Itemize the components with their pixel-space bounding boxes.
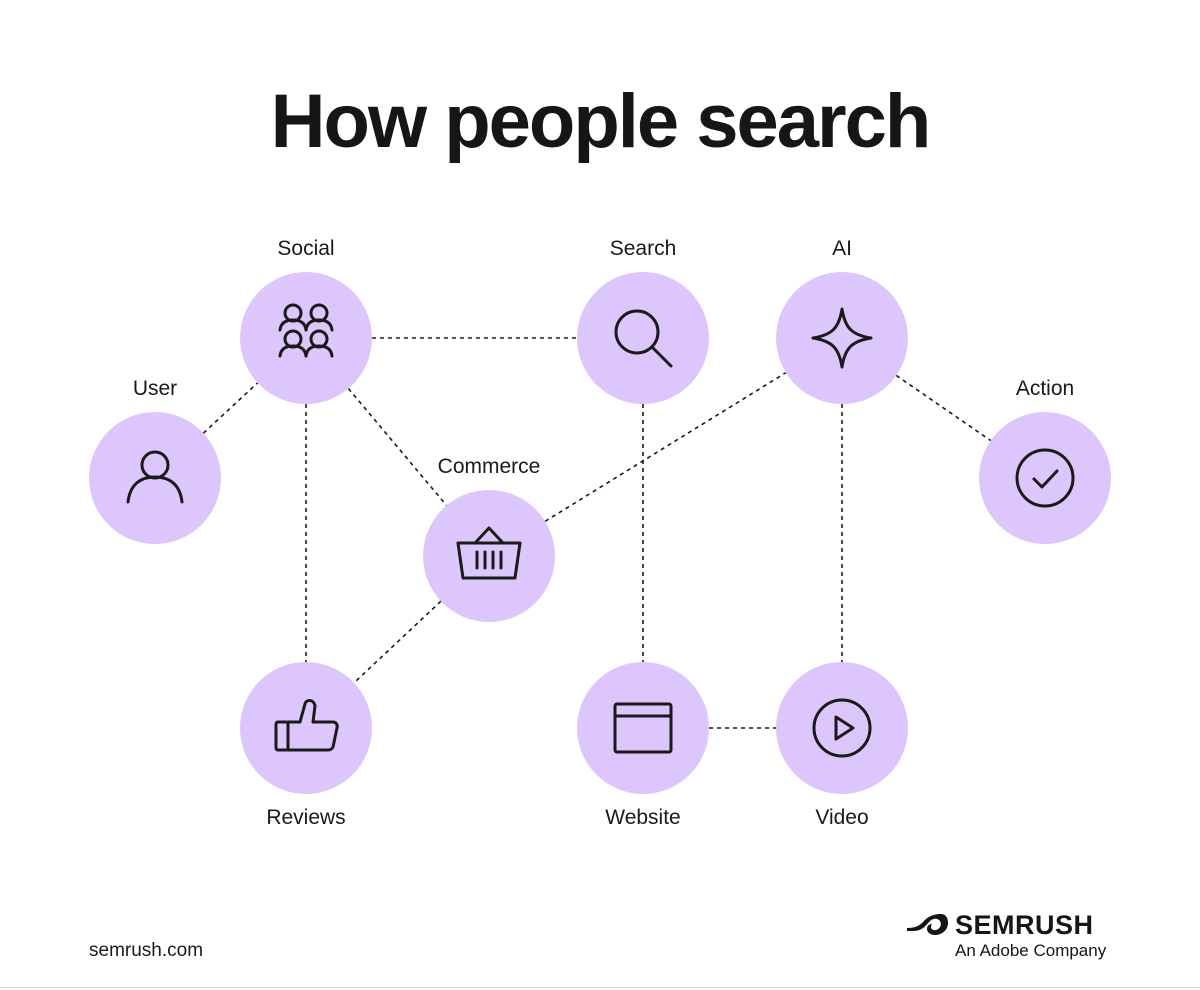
edge-ai-action (895, 374, 992, 442)
node-action-circle (979, 412, 1111, 544)
node-video: Video (776, 662, 908, 829)
semrush-logo: SEMRUSH An Adobe Company (905, 908, 1115, 968)
check-circle-icon (1015, 448, 1075, 508)
play-icon (812, 698, 872, 758)
node-ai-label: AI (832, 237, 852, 260)
node-ai: AI (776, 237, 908, 404)
node-video-circle (776, 662, 908, 794)
node-website: Website (577, 662, 709, 829)
node-reviews-label: Reviews (266, 806, 345, 829)
node-action-label: Action (1016, 377, 1074, 400)
footer-url[interactable]: semrush.com (89, 940, 204, 961)
node-commerce-circle (423, 490, 555, 622)
node-user-label: User (133, 377, 177, 400)
edge-user-social (202, 382, 259, 434)
search-icon (614, 309, 673, 368)
group-icon (278, 303, 334, 358)
node-search: Search (577, 237, 709, 404)
node-social-circle (240, 272, 372, 404)
node-ai-circle (776, 272, 908, 404)
node-search-label: Search (610, 237, 677, 260)
edge-commerce-reviews (353, 600, 442, 684)
browser-window-icon (613, 702, 673, 754)
node-search-circle (577, 272, 709, 404)
edge-social-commerce (347, 388, 448, 506)
node-video-label: Video (815, 806, 868, 829)
node-social-label: Social (277, 237, 334, 260)
node-reviews: Reviews (240, 662, 372, 829)
node-reviews-circle (240, 662, 372, 794)
node-commerce: Commerce (423, 455, 555, 622)
thumbs-up-icon (274, 699, 339, 752)
node-commerce-label: Commerce (438, 455, 541, 478)
bottom-divider (0, 987, 1200, 988)
node-user: User (89, 377, 221, 544)
node-action: Action (979, 377, 1111, 544)
user-icon (126, 450, 184, 504)
brand-name: SEMRUSH (955, 910, 1094, 940)
basket-icon (456, 526, 522, 580)
edge-commerce-ai (544, 371, 787, 523)
node-social: Social (240, 237, 372, 404)
sparkle-icon (811, 307, 873, 369)
semrush-flame-icon (907, 914, 948, 935)
brand-tagline: An Adobe Company (955, 941, 1107, 960)
node-website-circle (577, 662, 709, 794)
node-website-label: Website (605, 806, 680, 829)
page-title: How people search (270, 79, 932, 164)
